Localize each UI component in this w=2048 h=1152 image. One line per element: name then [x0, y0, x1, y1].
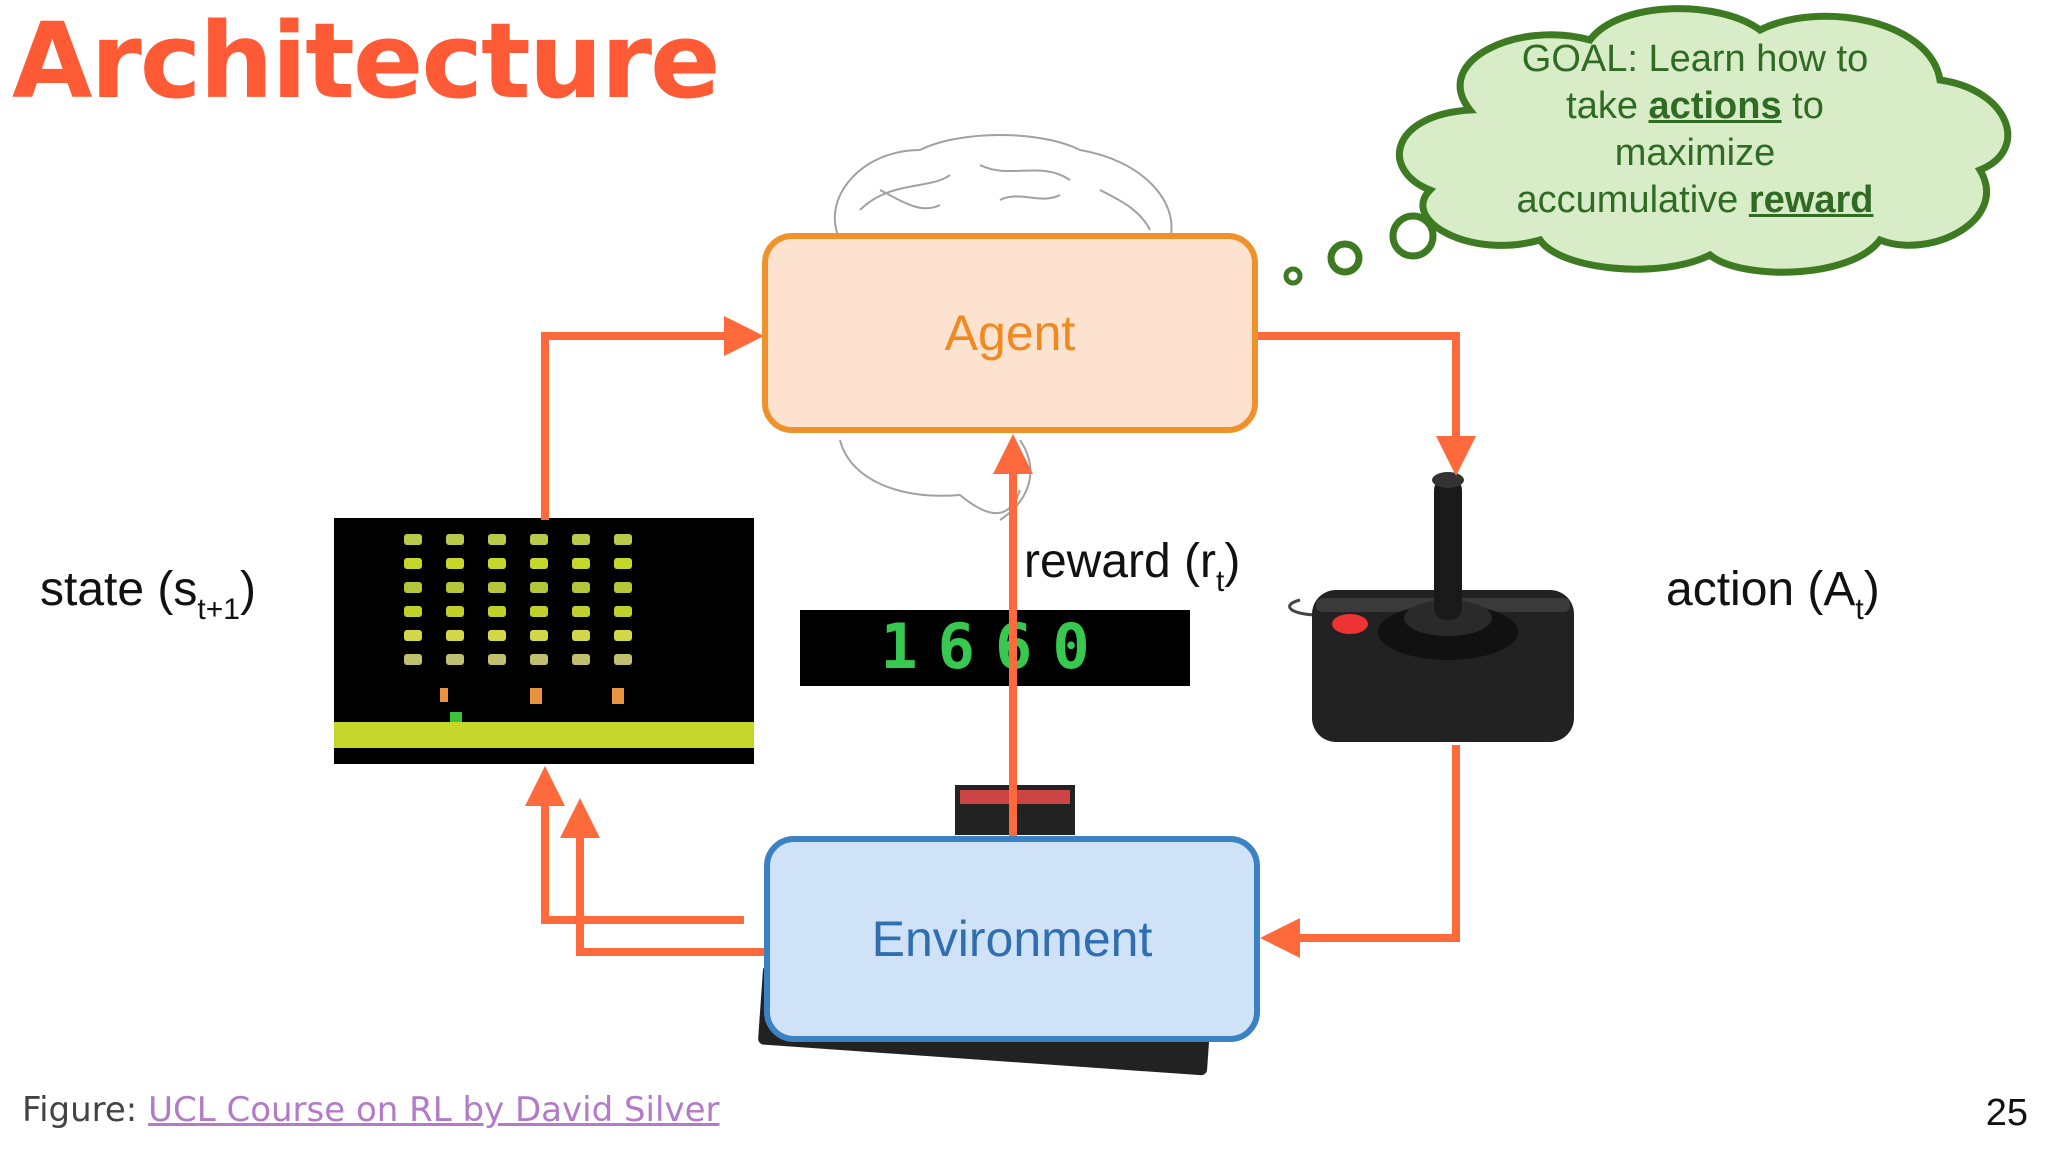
invader: [572, 654, 590, 665]
goal-take: take: [1566, 85, 1649, 127]
invader: [488, 558, 506, 569]
action-close: ): [1863, 563, 1880, 616]
invader: [572, 558, 590, 569]
action-label-text: action (A: [1666, 563, 1856, 616]
joystick-image: [1288, 472, 1574, 742]
invader: [446, 630, 464, 641]
goal-accumulative: accumulative: [1516, 179, 1749, 221]
invader: [488, 534, 506, 545]
invader: [530, 654, 548, 665]
state-label: state (st+1): [40, 562, 256, 627]
invader: [446, 654, 464, 665]
goal-thought-cloud: [1283, 5, 2012, 286]
goal-text: GOAL: Learn how to take actions to maxim…: [1460, 36, 1930, 224]
invader: [446, 558, 464, 569]
invader: [404, 534, 422, 545]
invader: [530, 582, 548, 593]
invader: [614, 582, 632, 593]
figure-credit: Figure: UCL Course on RL by David Silver: [22, 1090, 719, 1130]
goal-to: to: [1781, 85, 1824, 127]
arrow-env-to-state-1: [525, 766, 744, 924]
invader: [488, 606, 506, 617]
invader: [488, 630, 506, 641]
invader: [614, 654, 632, 665]
invader: [488, 582, 506, 593]
invader: [572, 630, 590, 641]
invader: [614, 630, 632, 641]
invader: [446, 606, 464, 617]
reward-close: ): [1224, 535, 1241, 588]
slide-title: Architecture: [12, 0, 721, 122]
goal-actions-emphasis: actions: [1648, 85, 1782, 127]
figure-credit-prefix: Figure:: [22, 1090, 149, 1130]
goal-line-4: accumulative reward: [1460, 177, 1930, 224]
environment-box: Environment: [764, 836, 1260, 1042]
invader: [530, 606, 548, 617]
invader: [530, 630, 548, 641]
goal-line-2: take actions to: [1460, 83, 1930, 130]
invader: [572, 582, 590, 593]
agent-box: Agent: [762, 233, 1258, 433]
state-subscript: t+1: [197, 593, 240, 626]
score-value: 1660: [880, 610, 1109, 683]
flow-arrows: [525, 316, 1476, 958]
agent-label: Agent: [944, 305, 1076, 361]
action-subscript: t: [1855, 593, 1864, 626]
goal-line-3: maximize: [1614, 132, 1776, 174]
invader: [488, 654, 506, 665]
environment-label: Environment: [871, 911, 1153, 967]
action-label: action (At): [1666, 562, 1880, 627]
arrow-env-to-state-2: [560, 798, 780, 956]
invader: [446, 534, 464, 545]
invader: [530, 558, 548, 569]
invader: [404, 582, 422, 593]
invader: [614, 558, 632, 569]
invader: [446, 582, 464, 593]
invader: [404, 630, 422, 641]
state-close: ): [239, 563, 256, 616]
arrow-state-to-agent: [541, 316, 764, 520]
reward-label-text: reward (r: [1024, 535, 1217, 588]
arrow-agent-to-action: [1258, 332, 1476, 476]
figure-credit-link[interactable]: UCL Course on RL by David Silver: [148, 1090, 720, 1130]
invader: [530, 534, 548, 545]
page-number: 25: [1985, 1092, 2028, 1134]
invader: [614, 606, 632, 617]
reward-label: reward (rt): [1024, 534, 1240, 599]
reward-subscript: t: [1216, 565, 1225, 598]
invader: [614, 534, 632, 545]
goal-reward-emphasis: reward: [1748, 179, 1874, 221]
state-label-text: state (s: [40, 563, 198, 616]
invader-grid: [404, 534, 632, 665]
invader: [404, 606, 422, 617]
invader: [572, 534, 590, 545]
invader: [404, 558, 422, 569]
arrow-action-to-environment: [1260, 745, 1460, 958]
score-display: 1660: [800, 610, 1190, 686]
goal-line-1: GOAL: Learn how to: [1521, 38, 1869, 80]
invader: [572, 606, 590, 617]
invader: [404, 654, 422, 665]
